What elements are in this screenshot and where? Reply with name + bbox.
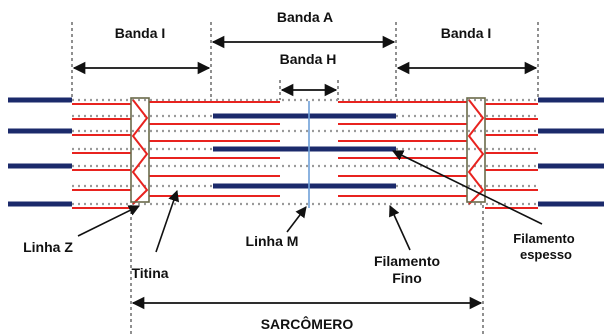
titina-label: Titina: [131, 265, 168, 281]
banda-i-left-label: Banda I: [115, 25, 166, 41]
linha-m-label: Linha M: [246, 233, 299, 249]
filamento-fino-pointer: [390, 206, 410, 250]
filamento-fino-label-1: Filamento: [374, 253, 440, 269]
banda-a-label: Banda A: [277, 9, 333, 25]
sarcomero-label: SARCÔMERO: [261, 315, 354, 332]
linha-z-label: Linha Z: [23, 239, 73, 255]
linha-m-pointer: [287, 207, 306, 232]
titina-pointer: [156, 191, 177, 252]
filamento-espesso-label-1: Filamento: [513, 231, 574, 246]
banda-i-right-label: Banda I: [441, 25, 492, 41]
linha-z-pointer: [78, 206, 139, 236]
banda-h-label: Banda H: [280, 51, 337, 67]
filamento-espesso-label-2: espesso: [520, 247, 572, 262]
filamento-fino-label-2: Fino: [392, 270, 422, 286]
